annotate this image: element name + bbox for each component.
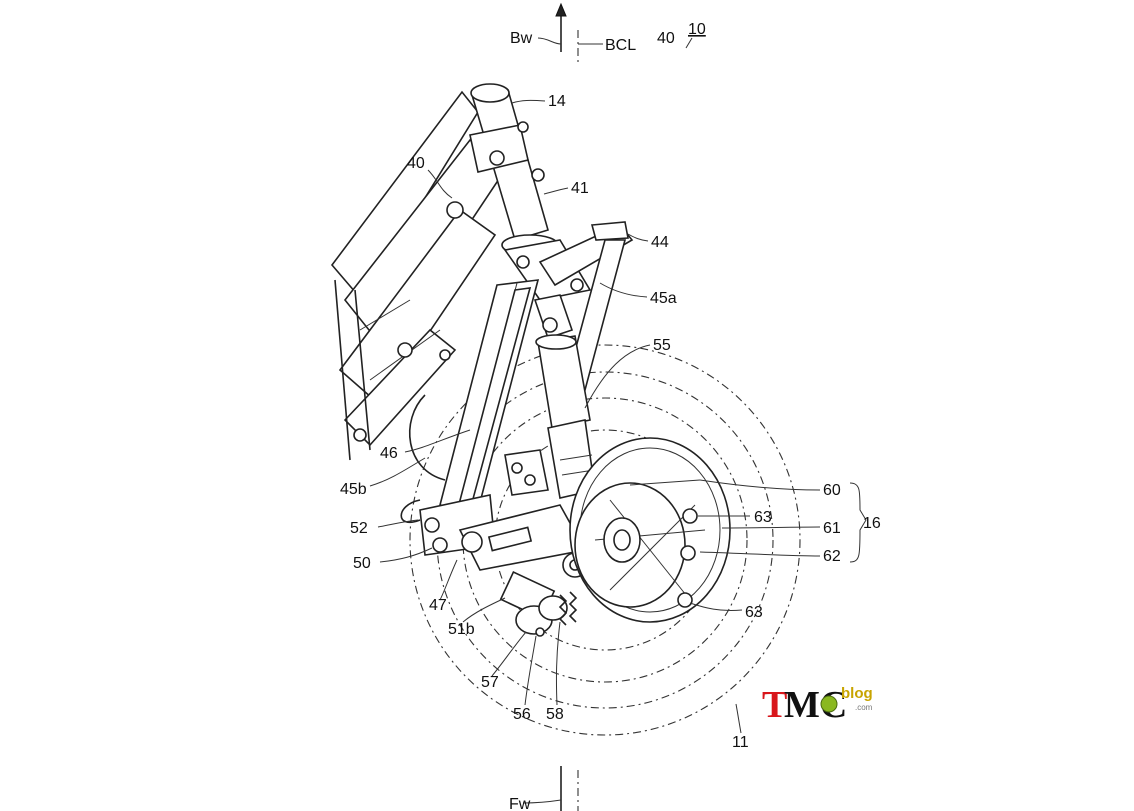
- label-52: 52: [350, 520, 368, 537]
- label-60: 60: [823, 482, 841, 499]
- label-58: 58: [546, 706, 564, 723]
- logo-blog: blog: [841, 685, 873, 702]
- label-bw: Bw: [510, 30, 533, 47]
- label-10: 10: [688, 21, 706, 38]
- label-50: 50: [353, 555, 371, 572]
- logo-mc: MC: [784, 684, 847, 726]
- label-44: 44: [651, 234, 669, 251]
- brake-disc-assembly: [569, 437, 731, 623]
- label-63-top: 63: [754, 509, 772, 526]
- link-arm: [538, 221, 634, 391]
- brake-hose: [400, 394, 446, 523]
- label-40: 40: [407, 155, 425, 172]
- label-55: 55: [653, 337, 671, 354]
- reference-numerals: Bw BCL 40 10 14 40 41 44 45a 55 46 45b 6…: [340, 21, 881, 811]
- tmc-blog-watermark: T MC blog .com: [762, 684, 873, 726]
- label-bcl: BCL: [605, 37, 636, 54]
- label-11: 11: [732, 734, 749, 751]
- label-16: 16: [863, 515, 881, 532]
- label-41: 41: [571, 180, 589, 197]
- label-63-bottom: 63: [745, 604, 763, 621]
- label-57: 57: [481, 674, 499, 691]
- label-51b: 51b: [448, 621, 475, 638]
- label-45a: 45a: [650, 290, 677, 307]
- label-fw: Fw: [509, 796, 531, 811]
- logo-ball-icon: [820, 695, 838, 713]
- label-14: 14: [548, 93, 566, 110]
- leader-lines: [369, 37, 867, 804]
- vehicle-frame: [330, 90, 507, 461]
- body-center-line: [555, 2, 579, 811]
- logo-com: .com: [855, 703, 873, 712]
- brake-caliper: [499, 571, 578, 637]
- label-62: 62: [823, 548, 841, 565]
- label-40-top: 40: [657, 30, 675, 47]
- label-47: 47: [429, 597, 447, 614]
- label-61: 61: [823, 520, 841, 537]
- logo-t: T: [762, 684, 787, 726]
- label-46: 46: [380, 445, 398, 462]
- label-45b: 45b: [340, 481, 367, 498]
- shock-absorber: [533, 294, 596, 499]
- label-56: 56: [513, 706, 531, 723]
